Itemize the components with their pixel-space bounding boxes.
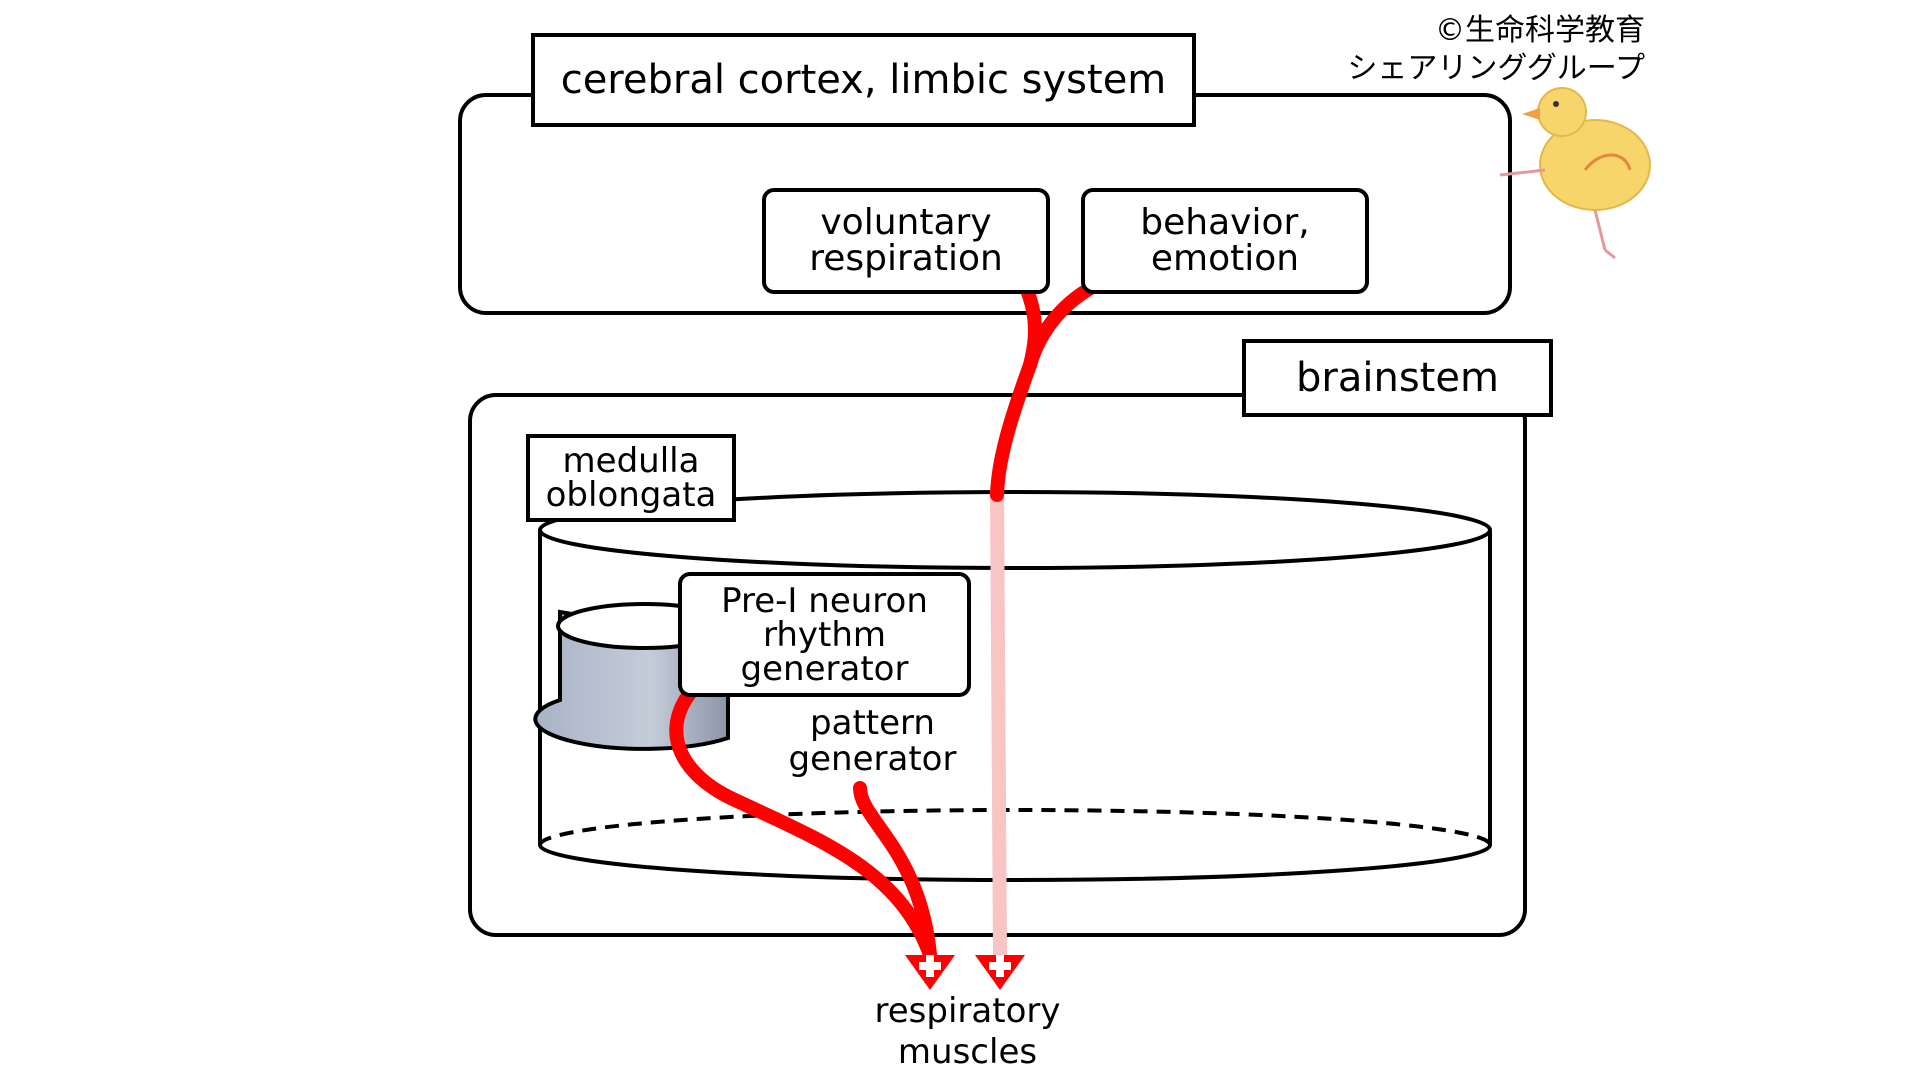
copyright-line2: シェアリンググループ xyxy=(1347,50,1645,86)
medulla-cylinder xyxy=(538,490,1492,882)
brainstem-title: brainstem xyxy=(1242,339,1553,417)
plus-arrowhead-icon xyxy=(975,955,1025,990)
muscles-line2: muscles xyxy=(897,1032,1038,1072)
cortex-title-text: cerebral cortex, limbic system xyxy=(560,57,1167,103)
voluntary-line2: respiration xyxy=(809,238,1003,279)
voluntary-pathway-faded xyxy=(990,489,1007,956)
pattern-line2: generator xyxy=(788,739,957,779)
preI-line1: Pre-I neuron xyxy=(721,580,928,621)
respiratory-muscles-label: respiratory muscles xyxy=(850,991,1085,1072)
brainstem-text: brainstem xyxy=(1296,355,1499,401)
rhythm-generator-box: Pre-I neuron rhythm generator xyxy=(678,572,971,697)
medulla-line1: medulla xyxy=(562,441,700,481)
pattern-generator-label: pattern generator xyxy=(770,702,975,782)
chick-icon xyxy=(1499,87,1651,260)
behavior-emotion-box: behavior, emotion xyxy=(1081,188,1369,294)
preI-line3: generator xyxy=(740,648,909,689)
medulla-line2: oblongata xyxy=(545,475,717,515)
medulla-title: medulla oblongata xyxy=(526,434,736,522)
plus-arrowhead-icon xyxy=(905,955,955,990)
voluntary-line1: voluntary xyxy=(820,202,992,243)
pattern-line1: pattern xyxy=(810,703,935,744)
copyright-text: ©生命科学教育 シェアリンググループ xyxy=(1300,12,1645,92)
copyright-line1: ©生命科学教育 xyxy=(1435,13,1645,48)
muscles-line1: respiratory xyxy=(874,991,1061,1032)
behavior-line1: behavior, xyxy=(1140,202,1310,243)
voluntary-respiration-box: voluntary respiration xyxy=(762,188,1050,294)
preI-line2: rhythm xyxy=(762,614,887,655)
cortex-title: cerebral cortex, limbic system xyxy=(531,33,1196,127)
behavior-line2: emotion xyxy=(1150,238,1300,279)
medullary-pathways xyxy=(669,675,937,962)
